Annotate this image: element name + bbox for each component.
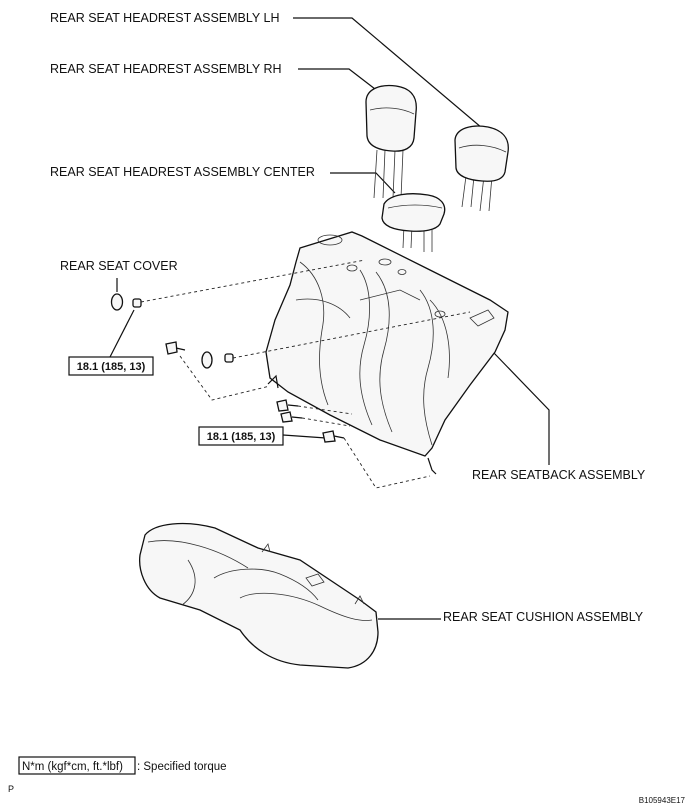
label-rear-seat-cushion: REAR SEAT CUSHION ASSEMBLY xyxy=(443,610,644,624)
seatback-bolts xyxy=(165,341,345,443)
torque-value-lower: 18.1 (185, 13) xyxy=(207,431,276,443)
leader-headrest-rh xyxy=(298,68,376,90)
torque-spec-lower: 18.1 (185, 13) xyxy=(198,426,284,446)
assembly-dashed-lines xyxy=(140,259,471,489)
figure-code: B105943E17 xyxy=(639,796,686,805)
rear-seatback xyxy=(265,231,509,475)
label-rear-seatback: REAR SEATBACK ASSEMBLY xyxy=(472,468,646,482)
leader-headrest-lh xyxy=(293,17,483,129)
leader-headrest-center xyxy=(330,172,396,194)
leader-torque-lower xyxy=(282,434,327,439)
legend-unit-box: N*m (kgf*cm, ft.*lbf) xyxy=(22,761,123,773)
torque-legend: N*m (kgf*cm, ft.*lbf) : Specified torque xyxy=(18,756,227,775)
torque-spec-upper: 18.1 (185, 13) xyxy=(68,356,154,376)
legend-description: : Specified torque xyxy=(137,761,227,773)
torque-value-upper: 18.1 (185, 13) xyxy=(77,361,146,373)
rear-seat-cushion xyxy=(139,522,379,669)
rear-seat-cover xyxy=(110,293,234,369)
headrest-center xyxy=(381,193,446,252)
label-headrest-rh: REAR SEAT HEADREST ASSEMBLY RH xyxy=(50,62,282,76)
headrest-rh xyxy=(365,84,417,199)
footer-left-mark: P xyxy=(8,784,14,794)
label-headrest-lh: REAR SEAT HEADREST ASSEMBLY LH xyxy=(50,11,279,25)
label-headrest-center: REAR SEAT HEADREST ASSEMBLY CENTER xyxy=(50,165,315,179)
label-rear-seat-cover: REAR SEAT COVER xyxy=(60,259,178,273)
leader-torque-upper xyxy=(109,309,135,358)
headrest-lh xyxy=(454,125,509,212)
leader-seatback xyxy=(492,351,550,465)
